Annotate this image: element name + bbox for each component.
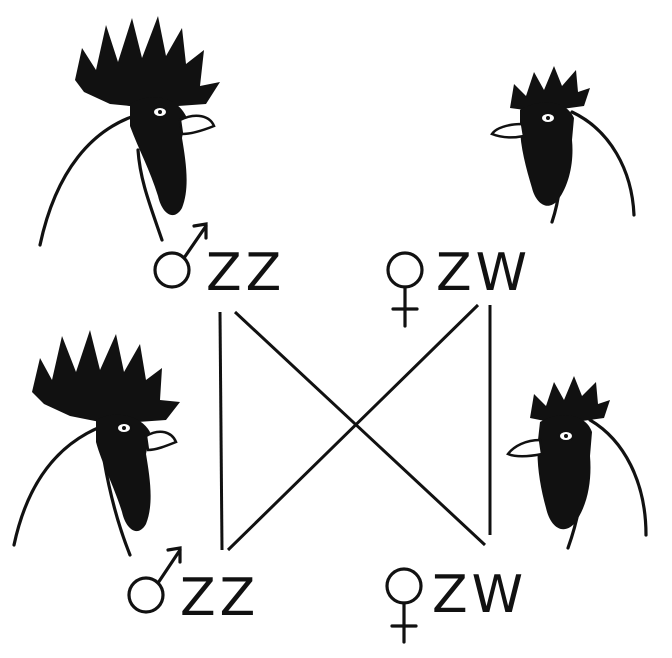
top-female-genotype: ZW [436,243,531,303]
female-symbol-icon [386,251,424,328]
top-female-label: ZW [386,243,531,328]
female-symbol-icon [385,567,423,644]
hen-head-icon [506,376,648,550]
bottom-male-genotype: ZZ [180,568,259,628]
inheritance-lines [218,303,492,552]
rooster-head-icon [12,330,180,557]
line-male-to-male [218,311,224,551]
bottom-female-label: ZW [385,565,527,644]
bottom-male-label: ZZ [127,546,259,628]
top-male-label: ZZ [153,222,285,303]
line-male-to-female [233,310,487,547]
line-female-to-male [226,303,480,552]
male-symbol-icon [153,222,208,289]
top-male-genotype: ZZ [206,243,285,303]
male-symbol-icon [127,546,182,614]
bottom-female-genotype: ZW [432,565,527,625]
rooster-head-icon [38,16,220,247]
hen-head-icon [490,66,636,224]
